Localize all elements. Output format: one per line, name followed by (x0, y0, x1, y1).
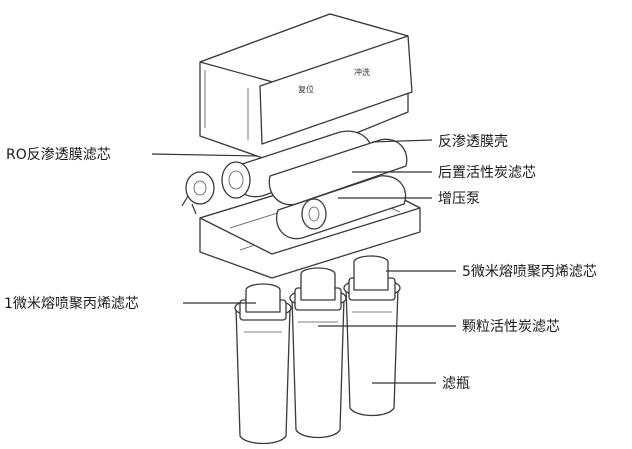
panel-button-flush: 冲洗 (354, 67, 370, 77)
left-fitting (181, 171, 215, 215)
label-ro-membrane-housing: 反渗透膜壳 (438, 133, 508, 150)
filter-bottle-1-micron (234, 283, 292, 445)
leader-lines (151, 139, 456, 384)
booster-pump (276, 175, 407, 240)
label-ro-membrane-filter: RO反渗透膜滤芯 (6, 147, 111, 163)
label-post-carbon-filter: 后置活性炭滤芯 (438, 165, 536, 181)
label-granular-carbon-filter: 颗粒活性炭滤芯 (462, 319, 560, 335)
top-cover (199, 13, 413, 165)
panel-button-reset: 复位 (298, 84, 314, 94)
label-pp-5-micron-filter: 5微米熔喷聚丙烯滤芯 (462, 264, 597, 280)
filter-bottle-granular-carbon (289, 267, 347, 439)
label-pp-1-micron-filter: 1微米熔喷聚丙烯滤芯 (4, 296, 139, 312)
label-filter-bottle: 滤瓶 (442, 376, 470, 392)
filter-bottle-5-micron (343, 255, 401, 417)
post-carbon-filter (268, 138, 408, 206)
label-booster-pump: 增压泵 (438, 191, 480, 207)
